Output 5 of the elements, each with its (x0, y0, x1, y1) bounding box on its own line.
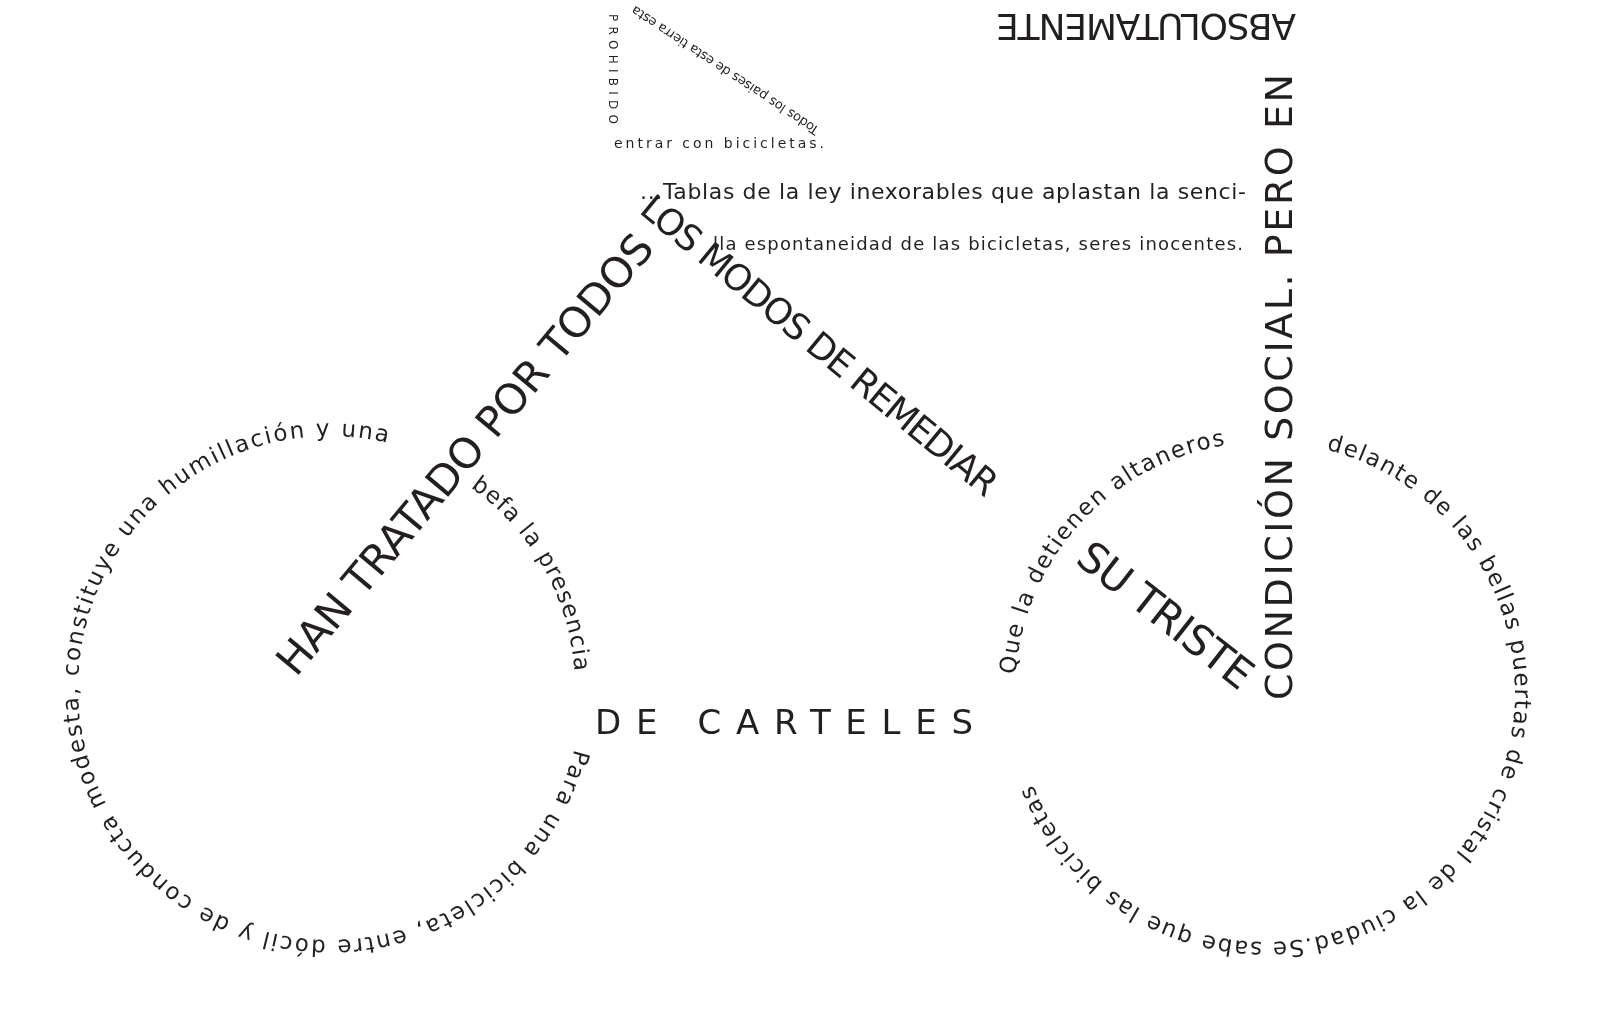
upside-down-poem-text: ABSOLUTAMENTE (996, 6, 1296, 47)
poem-text: entrar con bicicletas. (614, 135, 824, 151)
vertical-poem-text: CONDICIÓN SOCIAL. PERO EN (1257, 74, 1301, 700)
vertical-poem-text: PROHIBIDO (606, 14, 620, 124)
poem-text: DE CARTELES (595, 702, 973, 742)
